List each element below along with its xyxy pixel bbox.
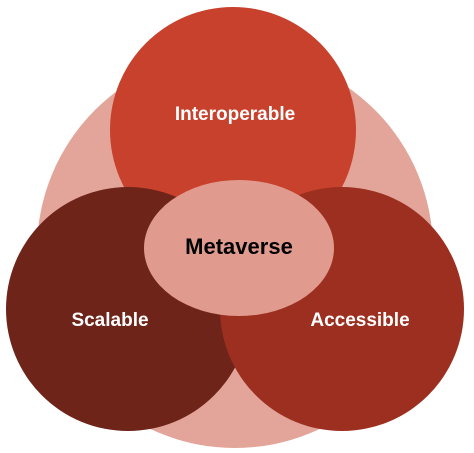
label-accessible: Accessible [310, 310, 409, 331]
center-ellipse [144, 180, 334, 316]
label-interoperable: Interoperable [175, 104, 295, 125]
label-metaverse: Metaverse [185, 234, 293, 259]
label-scalable: Scalable [71, 310, 148, 331]
circle-interoperable [110, 7, 356, 253]
